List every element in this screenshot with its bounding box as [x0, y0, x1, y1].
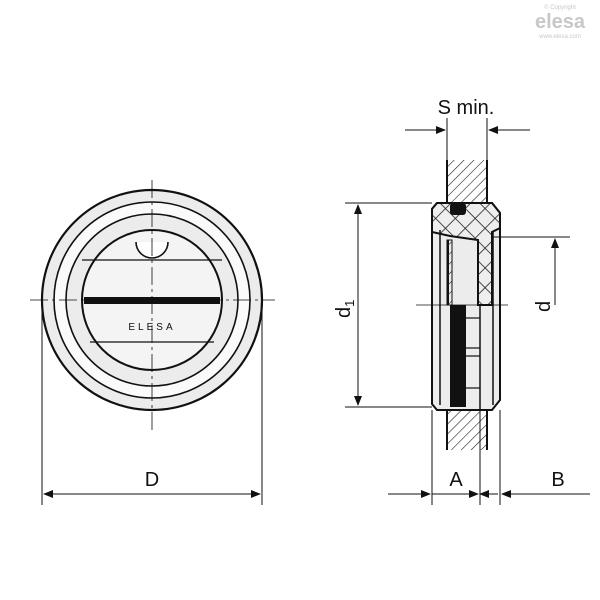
dimension-D: [41, 305, 263, 505]
label-d1-subscript: 1: [342, 300, 357, 307]
label-d1: d1: [333, 300, 357, 318]
label-d: d: [533, 301, 555, 312]
watermark-logo: © Copyright elesa www.elesa.com: [535, 4, 586, 40]
url-text: www.elesa.com: [538, 34, 581, 40]
label-d1-main: d: [333, 307, 355, 318]
label-B: B: [551, 469, 564, 491]
label-S-min: S min.: [438, 97, 495, 119]
dimension-A-B: [388, 410, 590, 505]
copyright-text: © Copyright: [544, 4, 576, 11]
dimension-S-min: [405, 118, 530, 160]
front-view: [30, 180, 275, 430]
label-D: D: [145, 469, 159, 491]
label-A: A: [449, 469, 463, 491]
brand-logo-text: elesa: [535, 11, 586, 33]
elesa-brand-mark: ELESA: [128, 322, 175, 333]
dimension-d: [493, 236, 570, 305]
dimension-d1: [345, 202, 432, 408]
